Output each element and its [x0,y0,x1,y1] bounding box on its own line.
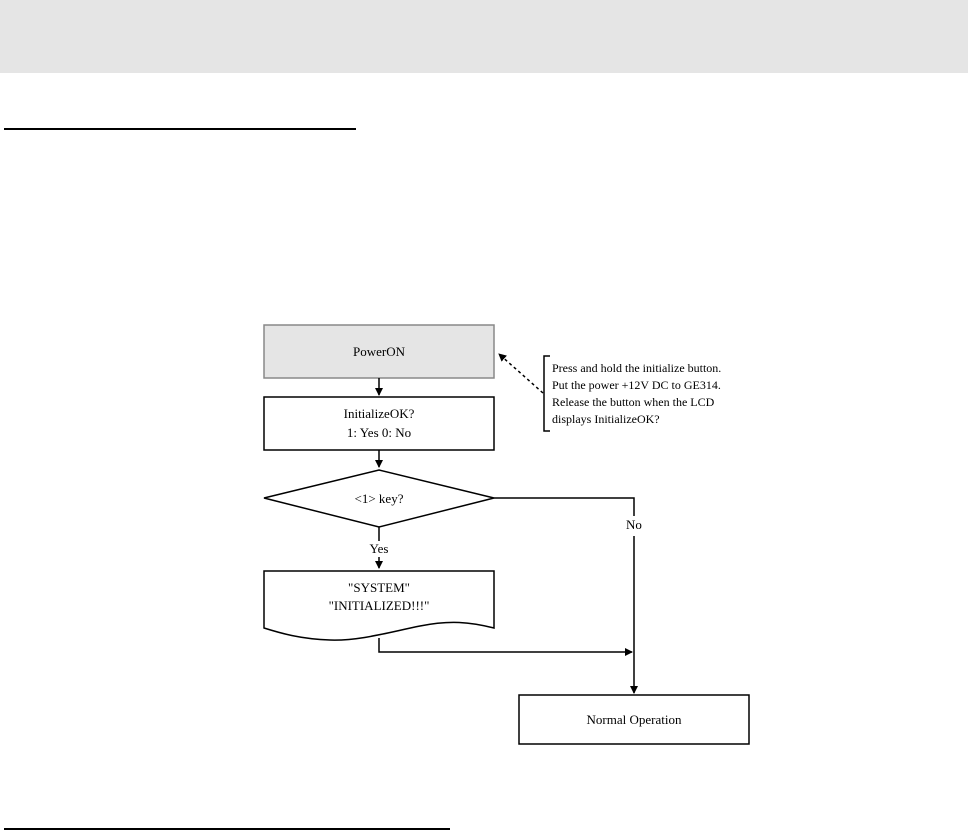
initialize-ok-box [264,397,494,450]
note-line-2: Put the power +12V DC to GE314. [552,378,721,392]
note-line-3: Release the button when the LCD [552,395,715,409]
decision-label: <1> key? [355,491,404,506]
edge-no-top [494,498,634,516]
initialize-ok-label-1: InitializeOK? [344,406,415,421]
initialize-ok-label-2: 1: Yes 0: No [347,425,411,440]
note-line-1: Press and hold the initialize button. [552,361,721,375]
power-on-label: PowerON [353,344,406,359]
no-label: No [626,517,642,532]
yes-label: Yes [370,541,389,556]
normal-operation-label: Normal Operation [587,712,682,727]
system-label-2: "INITIALIZED!!!" [329,598,430,613]
system-label-1: "SYSTEM" [348,580,410,595]
note-line-4: displays InitializeOK? [552,412,660,426]
edge-system-to-junction [379,638,632,652]
note-connector [499,354,543,393]
note-bracket [544,356,550,431]
